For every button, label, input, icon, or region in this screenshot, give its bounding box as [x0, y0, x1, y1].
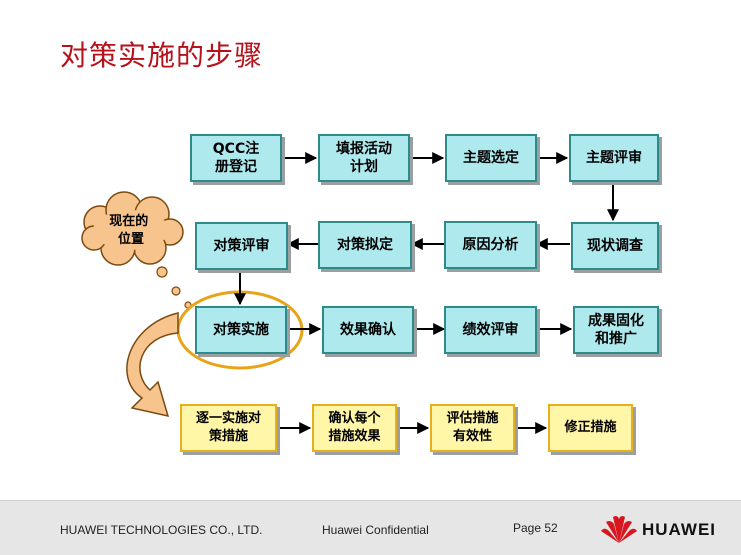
step-qcc-register: QCC注 册登记	[190, 134, 282, 182]
slide-title: 对策实施的步骤	[60, 39, 264, 72]
step-solidify-promote: 成果固化 和推广	[573, 306, 659, 354]
huawei-logo-icon	[601, 515, 637, 543]
step-status-survey: 现状调查	[571, 222, 659, 270]
step-countermeasure-implement: 对策实施	[195, 306, 287, 354]
footer-confidential: Huawei Confidential	[322, 523, 429, 537]
footer-company: HUAWEI TECHNOLOGIES CO., LTD.	[60, 523, 263, 537]
bubble-text: 现在的 位置	[109, 213, 153, 247]
step-topic-select: 主题选定	[445, 134, 537, 182]
thought-cloud: 现在的 位置	[81, 191, 192, 309]
step-effect-confirm: 效果确认	[322, 306, 414, 354]
detail-correct-measures: 修正措施	[548, 404, 633, 452]
step-performance-review: 绩效评审	[444, 306, 537, 354]
brand-wordmark: HUAWEI	[642, 520, 716, 539]
detail-confirm-effect: 确认每个 措施效果	[312, 404, 397, 452]
step-cause-analysis: 原因分析	[444, 221, 537, 269]
detail-implement-each: 逐一实施对 策措施	[180, 404, 277, 452]
footer-page-number: Page 52	[513, 521, 558, 535]
step-countermeasure-review: 对策评审	[195, 222, 288, 270]
step-topic-review: 主题评审	[569, 134, 659, 182]
detail-evaluate-validity: 评估措施 有效性	[430, 404, 515, 452]
step-countermeasure-draft: 对策拟定	[318, 221, 412, 269]
step-fill-plan: 填报活动 计划	[318, 134, 410, 182]
curved-arrow	[126, 312, 179, 418]
